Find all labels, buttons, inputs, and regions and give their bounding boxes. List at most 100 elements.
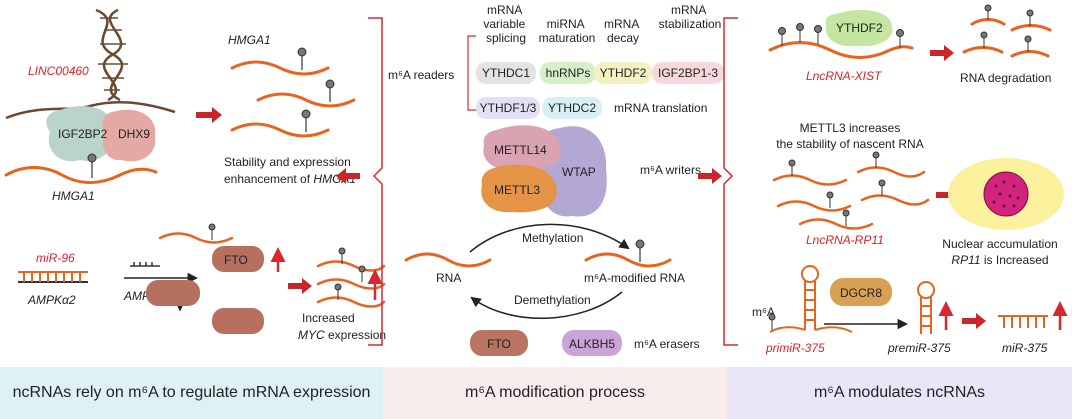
hmga1-bottom-label: HMGA1 [52, 189, 95, 203]
mir375-duplex [998, 315, 1048, 328]
reader-pill-ythdc2 [542, 97, 602, 119]
dgcr8-blob [830, 278, 892, 306]
reader-ythdf13: YTHDF1/3 [480, 101, 537, 115]
pre-hairpin [917, 281, 935, 334]
footer-center: m⁶A modification process [383, 367, 727, 419]
rp11-label: LncRNA-RP11 [806, 233, 884, 247]
ampk-a-label: AMPKα2 [27, 293, 76, 307]
mrna-small [158, 232, 234, 244]
mettl14-blob [483, 125, 561, 171]
dhx9-protein [102, 109, 156, 162]
reader-pill-igf2bp [652, 62, 724, 84]
m6a-mark-icon [358, 265, 366, 273]
m6a-mark-icon [297, 47, 307, 57]
modified-rna-label: m⁶A-modified RNA [584, 271, 685, 285]
red-arrow-icon [196, 107, 222, 123]
eraser-alkbh5-blob [562, 330, 622, 356]
ythdf2-blob [825, 10, 893, 47]
nuclear-droplet [983, 171, 1029, 217]
pre-label: premiR-375 [887, 341, 951, 355]
mettl14-label: METTL14 [494, 143, 547, 157]
demethylation-label: Demethylation [514, 293, 591, 307]
igf2bp2-label: IGF2BP2 [58, 127, 108, 141]
dhx9-label: DHX9 [118, 127, 150, 141]
mir96-label: miR-96 [36, 251, 75, 265]
erasers-label: m⁶A erasers [634, 337, 700, 351]
increased-line1: Increased [302, 311, 355, 325]
footer-left: ncRNAs rely on m⁶A to regulate mRNA expr… [0, 367, 383, 419]
reader-pill-hnrnps [540, 62, 596, 84]
func-stabilization: mRNA stabilization [659, 3, 722, 31]
footer-right-label: m⁶A modulates ncRNAs [813, 384, 986, 401]
demethylation-arrow [470, 291, 623, 319]
stability-line2: enhancement of HMGA1 [224, 172, 356, 186]
methylation-label: Methylation [522, 231, 583, 245]
wtap-label: WTAP [562, 165, 596, 179]
hmga1-mrna-1 [230, 60, 330, 76]
reader-igf2bp: IGF2BP1-3 [658, 66, 718, 80]
func-decay: mRNA decay [604, 17, 642, 45]
pri-hairpin [769, 265, 853, 333]
lnc-strand [5, 101, 176, 120]
increased-line2: MYC expression [298, 328, 386, 342]
mettl3-line2: the stability of nascent RNA [776, 137, 923, 151]
mettl3-line1: METTL3 increases [800, 121, 901, 135]
xist-label: LncRNA-XIST [806, 69, 883, 83]
eraser-alkbh5: ALKBH5 [569, 337, 615, 351]
footer-center-label: m⁶A modification process [465, 384, 645, 401]
hmga1-mrna-3 [230, 122, 330, 138]
m6a-mark-icon [325, 79, 335, 89]
readers-label: m⁶A readers [388, 68, 454, 82]
m6a-mark-icon [208, 223, 216, 231]
pri-label: primiR-375 [765, 341, 825, 355]
reader-hnrnps: hnRNPs [546, 66, 591, 80]
func-splicing: mRNA variable splicing [483, 3, 528, 45]
degraded-fragments [962, 18, 1052, 58]
m6a-mark-icon [768, 313, 776, 321]
droplet-particles [992, 180, 1020, 208]
mettl3-blob [481, 164, 557, 213]
lnc-name: LINC00460 [28, 64, 89, 78]
hmga1-mrna-bottom [4, 166, 158, 184]
degraded-m6a-marks [980, 4, 1034, 52]
right-brace [723, 17, 738, 346]
reader-pill-ythdf2 [594, 62, 652, 84]
func-maturation: miRNA maturation [539, 17, 596, 45]
mir96-duplex [18, 271, 88, 283]
footer-left-label: ncRNAs rely on m⁶A to regulate mRNA expr… [12, 384, 371, 401]
ythdf2-label: YTHDF2 [836, 21, 883, 35]
fto-blob [212, 246, 264, 272]
rp11-m6a-marks [788, 151, 886, 226]
xist-strand [768, 41, 914, 59]
m6a-mark-icon [338, 247, 346, 255]
rp11-strands [772, 166, 930, 230]
nuclear-line1: Nuclear accumulation [942, 237, 1057, 251]
left-brace [368, 17, 383, 346]
reader-ythdf2: YTHDF2 [600, 66, 647, 80]
red-arrow-icon [962, 313, 986, 329]
m6a-mark-icon [87, 153, 97, 163]
mir375-label: miR-375 [1002, 341, 1048, 355]
red-arrow-icon [930, 45, 954, 61]
reader-ythdc1: YTHDC1 [482, 66, 530, 80]
degradation-label: RNA degradation [960, 71, 1051, 85]
writers-label: m⁶A writers [640, 163, 701, 177]
ampk-small-duplex [130, 262, 160, 267]
red-arrow-icon [336, 168, 360, 184]
center-panel: m⁶A readers mRNA variable splicing miRNA… [388, 3, 724, 356]
m6a-mark-icon [635, 239, 645, 249]
mettl3-label: METTL3 [494, 183, 540, 197]
methylation-arrow [469, 223, 630, 253]
left-panel: LINC00460 IGF2BP2 DHX9 HMGA1 HMGA1 Stabi… [4, 8, 386, 342]
fto-label-left: FTO [224, 253, 248, 267]
xist-m6a-marks [778, 23, 904, 48]
stability-line1: Stability and expression [224, 155, 351, 169]
rna-label: RNA [436, 271, 461, 285]
nuclear-line2: RP11 is Increased [951, 253, 1048, 267]
protein-blob [212, 308, 264, 334]
footer-right: m⁶A modulates ncRNAs [727, 367, 1072, 419]
reader-pill-ythdf13 [476, 97, 540, 119]
dna-helix-icon [95, 8, 128, 102]
m6a-mark-icon [301, 109, 311, 119]
